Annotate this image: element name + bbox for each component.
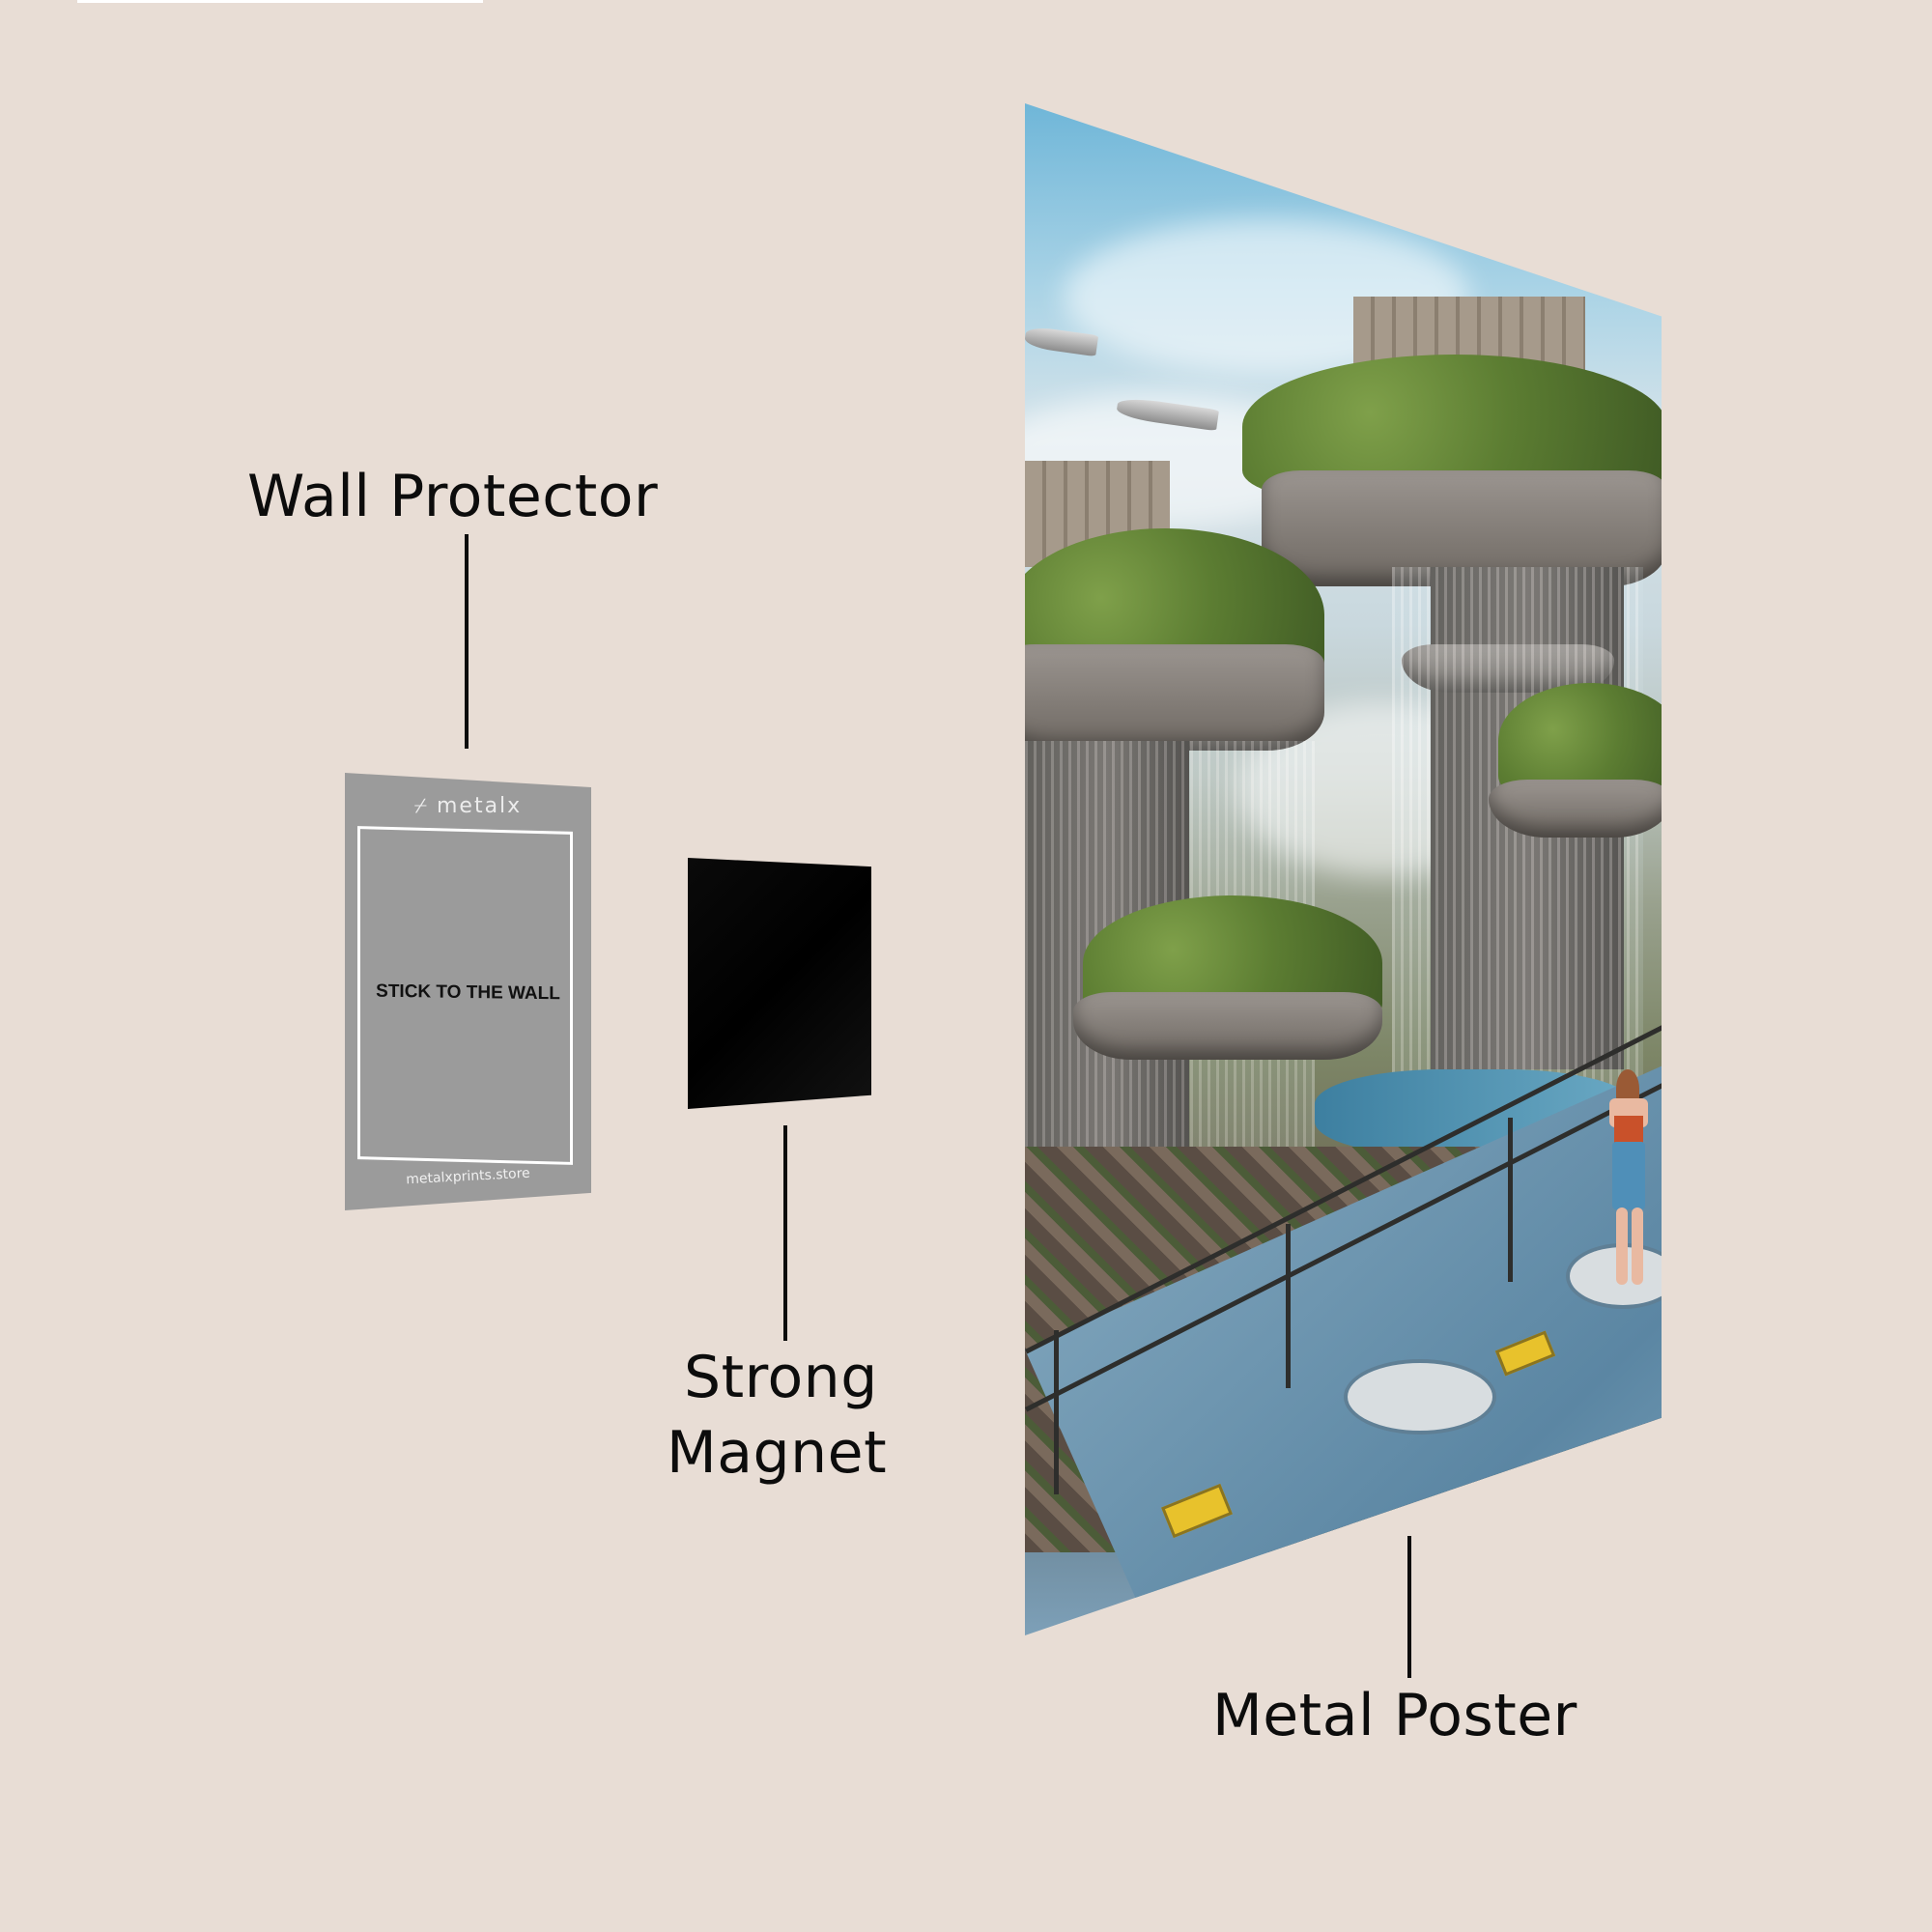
metal-poster-label: Metal Poster [1212,1682,1577,1749]
metal-poster-leader-line [1407,1536,1411,1678]
metal-poster [1025,103,1662,1635]
wall-protector-card: ⌿ metalx STICK TO THE WALL metalxprints.s… [345,773,591,1210]
wall-protector-label: Wall Protector [247,463,659,530]
floating-platform [1025,644,1324,751]
metalx-logo-icon: ⌿ [413,794,429,818]
wall-protector-leader-line [465,534,469,749]
floating-platform [1489,780,1662,838]
railing-post [1508,1118,1513,1282]
strong-magnet-label-line2: Magnet [667,1419,888,1487]
person-leg [1632,1208,1643,1285]
brand-logo: ⌿ metalx [345,794,591,818]
deck-hatch [1344,1359,1496,1435]
strong-magnet [688,858,871,1109]
brand-name: metalx [436,794,523,818]
strong-magnet-label-line1: Strong [684,1344,878,1411]
railing-post [1286,1224,1291,1388]
island-platform [1073,992,1382,1060]
website-text: metalxprints.store [405,1165,531,1188]
instruction-text: STICK TO THE WALL [376,980,560,1005]
deck-hatch [1566,1243,1662,1309]
person-leg [1616,1208,1628,1285]
top-white-strip [77,0,483,3]
person-top [1614,1116,1643,1143]
waterfall [1392,567,1643,1108]
magnet-leader-line [783,1125,787,1341]
person-skirt [1612,1142,1645,1209]
railing-post [1054,1330,1059,1494]
